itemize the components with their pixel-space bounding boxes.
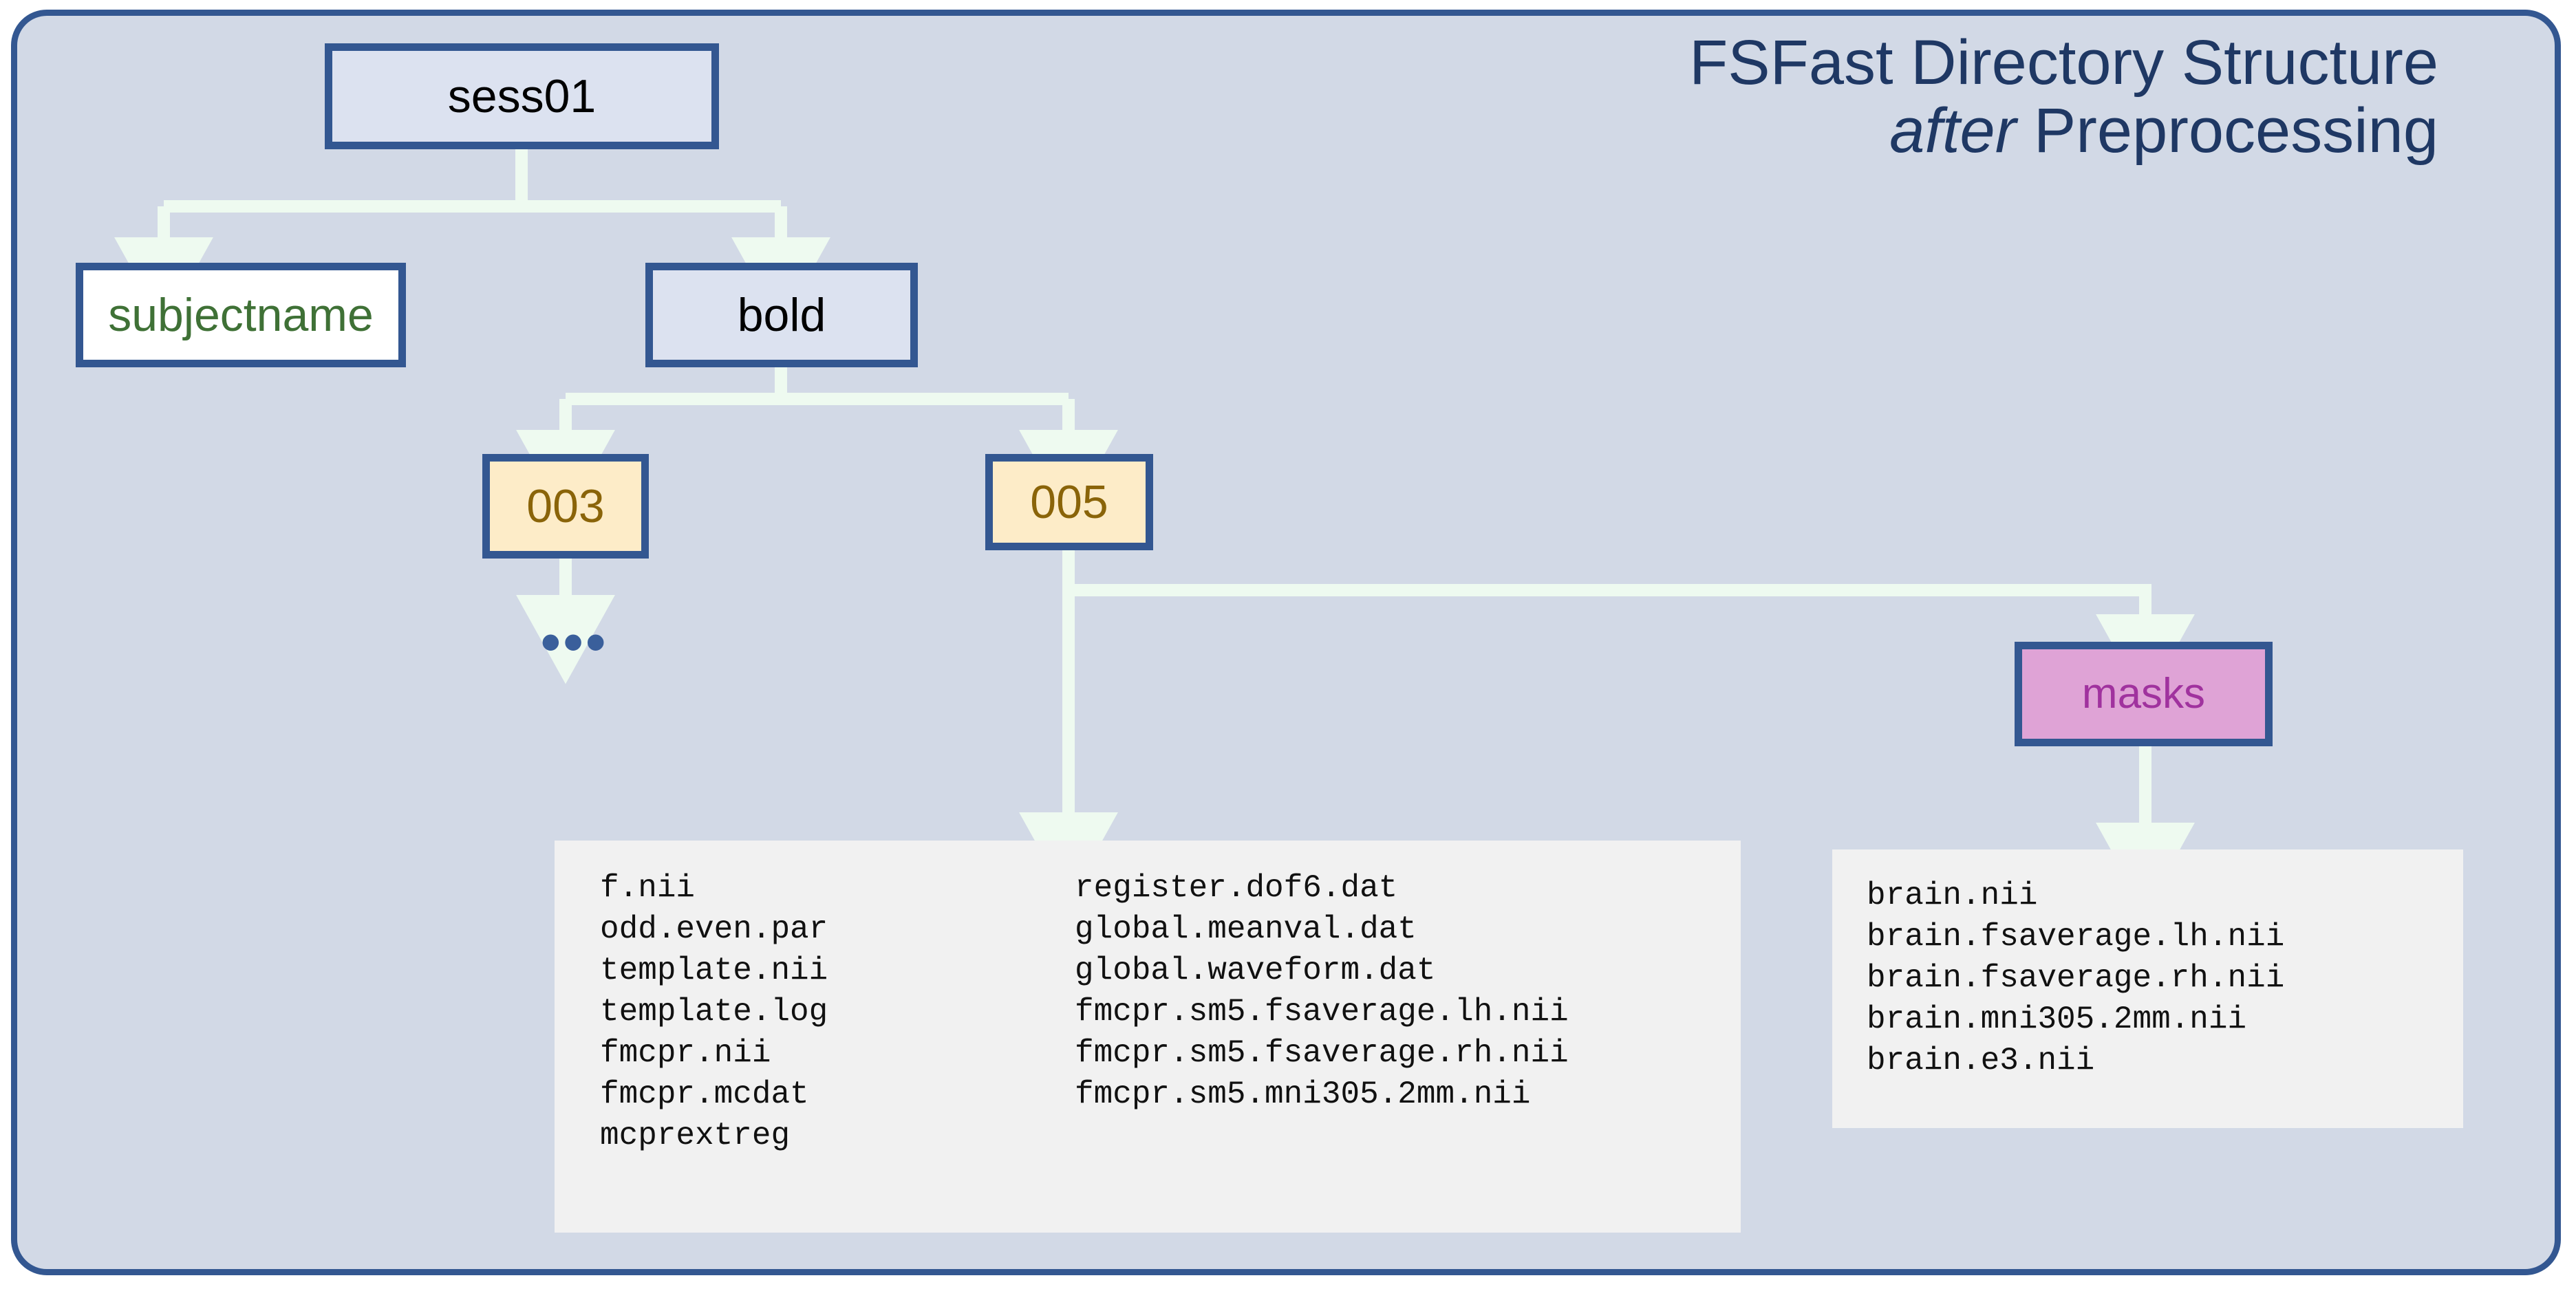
node-bold-label: bold	[737, 289, 826, 341]
file-item: fmcpr.mcdat	[600, 1076, 809, 1112]
node-subjectname[interactable]: subjectname	[76, 263, 406, 367]
title-line-2: after Preprocessing	[1689, 97, 2438, 165]
node-run-003-label: 003	[526, 480, 605, 532]
file-item: brain.fsaverage.lh.nii	[1867, 919, 2285, 955]
diagram-title: FSFast Directory Structure after Preproc…	[1689, 28, 2438, 166]
file-item: brain.e3.nii	[1867, 1043, 2095, 1079]
file-item: mcprextreg	[600, 1118, 791, 1153]
title-line-2-rest: Preprocessing	[2016, 96, 2438, 166]
node-sess01[interactable]: sess01	[325, 43, 719, 149]
file-item: f.nii	[600, 870, 696, 906]
node-subjectname-label: subjectname	[108, 289, 374, 341]
node-ellipsis-label: •••	[541, 611, 609, 673]
title-line-1: FSFast Directory Structure	[1689, 28, 2438, 98]
file-item: global.meanval.dat	[1075, 911, 1417, 947]
file-panel-run: f.nii odd.even.par template.nii template…	[555, 841, 1741, 1233]
file-column-run-2: register.dof6.dat global.meanval.dat glo…	[1075, 868, 1569, 1233]
node-masks-label: masks	[2081, 670, 2206, 717]
file-item: template.log	[600, 994, 828, 1030]
node-masks[interactable]: masks	[2015, 642, 2273, 746]
node-run-003[interactable]: 003	[482, 454, 649, 559]
file-item: brain.nii	[1867, 878, 2038, 913]
file-item: fmcpr.nii	[600, 1035, 771, 1071]
file-column-run-1: f.nii odd.even.par template.nii template…	[600, 868, 1075, 1233]
node-bold[interactable]: bold	[645, 263, 918, 367]
node-sess01-label: sess01	[447, 70, 597, 122]
file-item: odd.even.par	[600, 911, 828, 947]
file-item: template.nii	[600, 953, 828, 988]
node-run-005-label: 005	[1030, 476, 1108, 528]
title-emphasis: after	[1889, 96, 2017, 166]
file-item: fmcpr.sm5.fsaverage.rh.nii	[1075, 1035, 1569, 1071]
file-item: brain.mni305.2mm.nii	[1867, 1001, 2247, 1037]
file-item: fmcpr.sm5.mni305.2mm.nii	[1075, 1076, 1531, 1112]
file-item: fmcpr.sm5.fsaverage.lh.nii	[1075, 994, 1569, 1030]
node-run-005[interactable]: 005	[985, 454, 1153, 550]
file-panel-masks: brain.nii brain.fsaverage.lh.nii brain.f…	[1832, 849, 2463, 1128]
file-item: register.dof6.dat	[1075, 870, 1398, 906]
file-column-masks: brain.nii brain.fsaverage.lh.nii brain.f…	[1867, 876, 2284, 1128]
file-item: brain.fsaverage.rh.nii	[1867, 960, 2285, 996]
file-item: global.waveform.dat	[1075, 953, 1436, 988]
node-ellipsis: •••	[541, 614, 608, 671]
